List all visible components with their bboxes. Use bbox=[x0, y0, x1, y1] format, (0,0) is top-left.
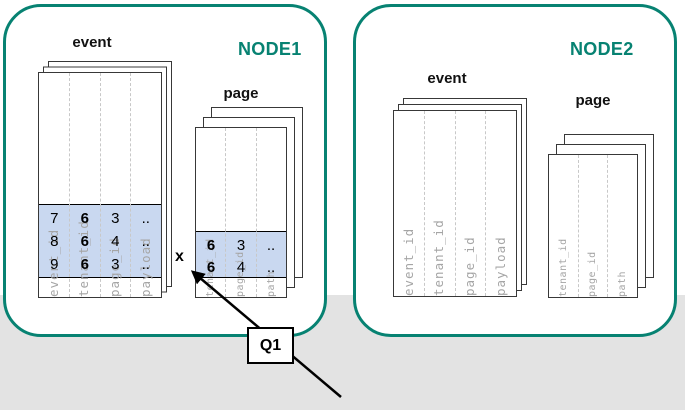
data-cell: 6 bbox=[80, 256, 89, 273]
column-label: event_id bbox=[400, 227, 416, 296]
node2-event-table: event_id tenant_id page_id payload bbox=[393, 98, 527, 297]
column-layer: tenant_id page_id path bbox=[196, 128, 286, 297]
column-page-id: page_id bbox=[454, 111, 486, 296]
data-cell: .. bbox=[141, 210, 150, 227]
column-tenant-id: tenant_id bbox=[423, 111, 455, 296]
table-row: 6 4 .. bbox=[196, 256, 286, 278]
column-path: path bbox=[255, 128, 286, 297]
node1-title: NODE1 bbox=[238, 39, 302, 59]
data-cell: .. bbox=[266, 258, 276, 276]
data-cell: 3 bbox=[111, 256, 120, 273]
node2-event-table-title: event bbox=[427, 70, 467, 87]
node1-event-table: event_id tenant_id page_id payload 7 6 3… bbox=[38, 61, 172, 298]
node2-title: NODE2 bbox=[570, 39, 634, 59]
table-card: tenant_id page_id path bbox=[548, 154, 638, 298]
table-row: 7 6 3 .. bbox=[39, 207, 161, 230]
data-cell: 6 bbox=[80, 233, 89, 250]
column-payload: payload bbox=[130, 73, 161, 297]
node2-page-table-title: page bbox=[575, 92, 611, 109]
highlight-block bbox=[196, 231, 286, 278]
table-row: 8 6 4 .. bbox=[39, 230, 161, 253]
node1-page-table-title: page bbox=[223, 85, 259, 102]
column-label: page_id bbox=[587, 251, 599, 297]
column-path: path bbox=[607, 155, 637, 297]
node1-page-table: tenant_id page_id path 6 3 .. 6 4 .. bbox=[195, 107, 303, 298]
table-card: tenant_id page_id path 6 3 .. 6 4 .. bbox=[195, 127, 287, 298]
data-rows: 6 3 .. 6 4 .. bbox=[196, 231, 286, 278]
column-label: tenant_id bbox=[431, 219, 447, 296]
column-label: page_id bbox=[462, 236, 478, 296]
column-layer: event_id tenant_id page_id payload bbox=[39, 73, 161, 297]
column-tenant-id: tenant_id bbox=[549, 155, 578, 297]
data-cell: .. bbox=[266, 236, 276, 254]
column-label: payload bbox=[492, 236, 508, 296]
data-cell: 8 bbox=[50, 233, 59, 250]
column-tenant-id: tenant_id bbox=[68, 73, 100, 297]
data-cell: 7 bbox=[50, 210, 59, 227]
column-page-id: page_id bbox=[225, 128, 255, 297]
column-layer: event_id tenant_id page_id payload bbox=[394, 111, 516, 296]
column-label: tenant_id bbox=[557, 238, 569, 297]
q1-query-label: Q1 bbox=[247, 327, 294, 364]
data-rows: 7 6 3 .. 8 6 4 .. 9 6 3 .. bbox=[39, 204, 161, 278]
node1-event-table-title: event bbox=[72, 34, 112, 51]
data-cell: 6 bbox=[80, 210, 89, 227]
column-page-id: page_id bbox=[99, 73, 131, 297]
data-cell: 6 bbox=[206, 258, 216, 276]
node2-page-table: tenant_id page_id path bbox=[548, 134, 654, 298]
data-cell: 9 bbox=[50, 256, 59, 273]
data-cell: .. bbox=[141, 256, 150, 273]
data-cell: 4 bbox=[236, 258, 246, 276]
join-x-marker: x bbox=[175, 248, 184, 265]
table-card: event_id tenant_id page_id payload bbox=[393, 110, 517, 297]
data-cell: 3 bbox=[236, 236, 246, 254]
data-cell: .. bbox=[141, 233, 150, 250]
data-cell: 3 bbox=[111, 210, 120, 227]
data-cell: 6 bbox=[206, 236, 216, 254]
column-page-id: page_id bbox=[577, 155, 608, 297]
table-card: event_id tenant_id page_id payload 7 6 3… bbox=[38, 72, 162, 298]
column-label: path bbox=[616, 270, 628, 297]
column-layer: tenant_id page_id path bbox=[549, 155, 637, 297]
data-cell: 4 bbox=[111, 233, 120, 250]
column-event-id: event_id bbox=[394, 111, 424, 296]
table-row: 9 6 3 .. bbox=[39, 253, 161, 276]
column-payload: payload bbox=[485, 111, 516, 296]
table-row: 6 3 .. bbox=[196, 234, 286, 256]
